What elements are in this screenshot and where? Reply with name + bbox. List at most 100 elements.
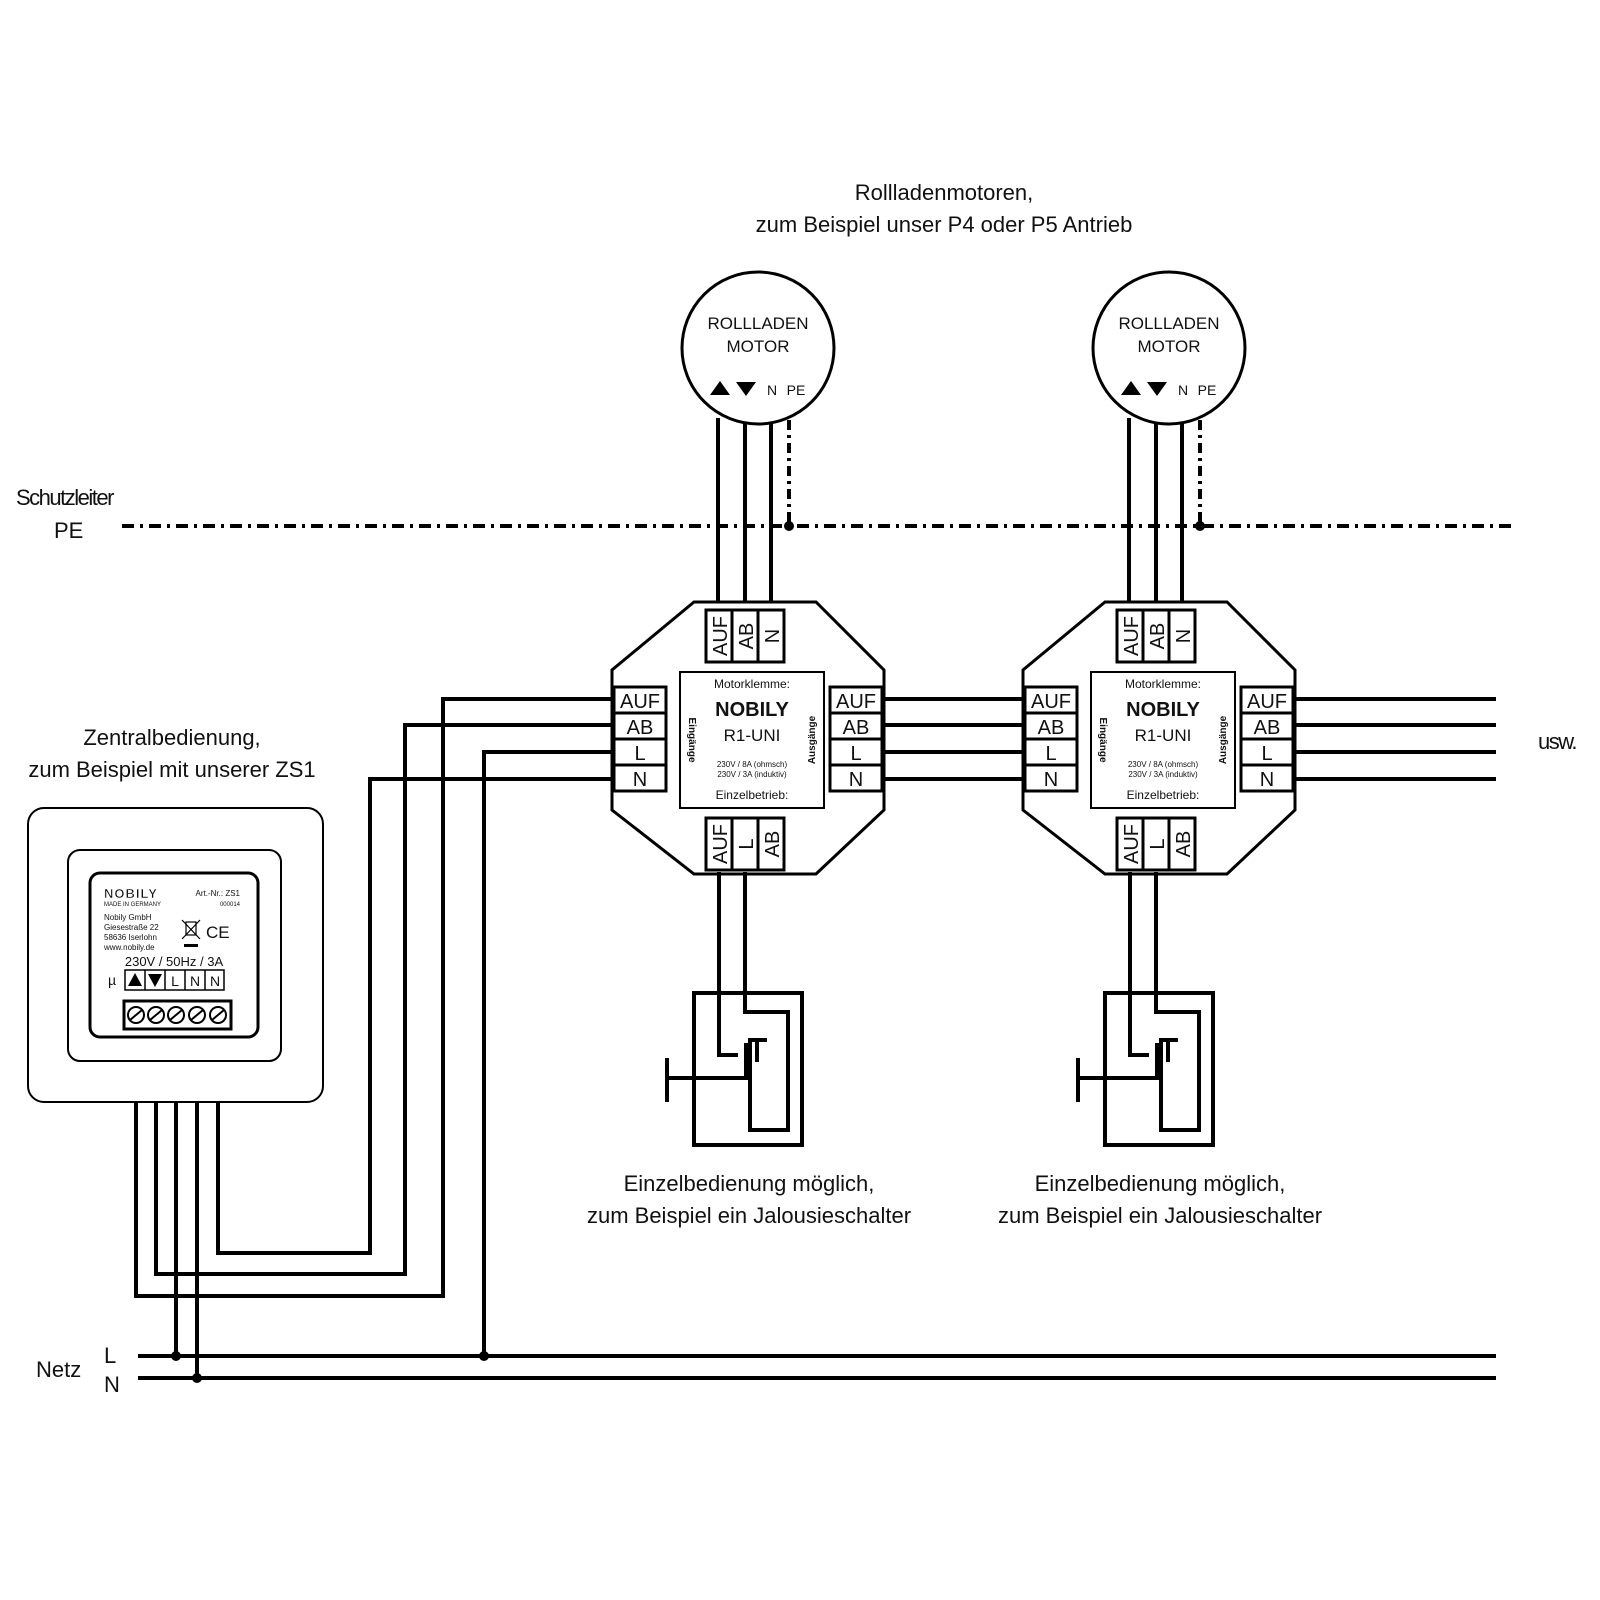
module-2-left-terminals: AUF AB L N (1023, 685, 1079, 793)
zs1-device: NOBILY MADE IN GERMANY Art.-Nr.: ZS1 000… (27, 807, 324, 1103)
motor-2: ROLLLADEN MOTOR N PE (1091, 270, 1247, 426)
switch-2-caption-line2: zum Beispiel ein Jalousieschalter (998, 1203, 1322, 1228)
module-1-left-ab: AB (627, 717, 654, 739)
motor-1-down-arrow-icon (736, 382, 756, 396)
wire-n-central (216, 777, 614, 1255)
module-2-einzelbetrieb: Einzelbetrieb: (1127, 788, 1200, 802)
module-2-top-ab: AB (1147, 623, 1169, 650)
module-1-outputs: Ausgänge (807, 715, 818, 764)
zs1-down-arrow-icon (148, 974, 162, 987)
switch-2-caption-line1: Einzelbedienung möglich, (1035, 1171, 1286, 1196)
module-1-right-n: N (849, 769, 863, 791)
module-2-label: Motorklemme: NOBILY R1-UNI Eingänge Ausg… (1090, 671, 1236, 809)
netz-n-label: N (104, 1372, 120, 1397)
top-caption-line1: Rollladenmotoren, (855, 180, 1034, 205)
zs1-body (88, 871, 260, 1039)
module-1-top-auf: AUF (710, 616, 732, 656)
module-2-bottom-terminals: AUF L AB (1115, 816, 1197, 872)
motor-2-down-arrow-icon (1147, 382, 1167, 396)
zs1-addr2: Giesestraße 22 (104, 923, 159, 932)
zs1-made: MADE IN GERMANY (104, 902, 161, 908)
switch-1-caption-line2: zum Beispiel ein Jalousieschalter (587, 1203, 911, 1228)
module-1-einzelbetrieb: Einzelbetrieb: (716, 788, 789, 802)
netz-label: Netz (36, 1357, 81, 1382)
bus-wires-1-2 (884, 697, 1022, 781)
module-1-left-terminals: AUF AB L N (612, 685, 668, 793)
module-1-rating2: 230V / 3A (induktiv) (717, 770, 787, 779)
switch-2 (1076, 991, 1215, 1147)
motor-1-pe-junction (784, 521, 794, 531)
module-2-right-auf: AUF (1247, 691, 1287, 713)
motor-1-up-arrow-icon (710, 381, 730, 395)
switch-1 (665, 991, 804, 1147)
module-2-outputs: Ausgänge (1218, 715, 1229, 764)
module-2-inputs: Eingänge (1097, 717, 1108, 762)
motor-1: ROLLLADEN MOTOR N PE (680, 270, 836, 426)
zs1-addr3: 58636 Iserlohn (104, 933, 157, 942)
netz-l-label: L (104, 1343, 116, 1368)
zs1-terminal-labels: L N N (124, 969, 225, 991)
wire-auf-central (134, 697, 614, 1298)
module-1-right-ab: AB (843, 717, 870, 739)
zs1-term-n2: N (210, 973, 220, 989)
module-2-model: R1-UNI (1135, 726, 1192, 745)
motor-2-n-label: N (1178, 382, 1188, 398)
central-caption-line2: zum Beispiel mit unserer ZS1 (28, 757, 315, 782)
zs1-term-l: L (171, 973, 179, 989)
module-1: AUF AB N AUF AB L N AUF (610, 600, 886, 876)
module-1-right-l: L (850, 743, 861, 765)
pe-label-line1: Schutzleiter (16, 485, 114, 510)
module-2-left-ab: AB (1038, 717, 1065, 739)
pe-label-line2: PE (54, 518, 83, 543)
top-caption-line2: zum Beispiel unser P4 oder P5 Antrieb (756, 212, 1133, 237)
zs1-term-n1: N (190, 973, 200, 989)
motor-2-label-line2: MOTOR (1138, 337, 1201, 356)
zs1-art: Art.-Nr.: ZS1 (196, 889, 241, 898)
zs1-brand: NOBILY (104, 886, 158, 901)
weee-bin-icon (181, 919, 201, 947)
wire-ab-central (154, 723, 614, 1276)
motor-2-pe-junction (1195, 521, 1205, 531)
zs1-screw-terminal (122, 999, 233, 1031)
module-2-left-l: L (1045, 743, 1056, 765)
module-2-bottom-ab: AB (1173, 831, 1195, 858)
unit-2: ROLLLADEN MOTOR N PE AUF AB N AU (998, 270, 1322, 1228)
switch-1-caption-line1: Einzelbedienung möglich, (624, 1171, 875, 1196)
module-2-top-n: N (1173, 629, 1195, 643)
motor-1-label-line1: ROLLLADEN (707, 314, 808, 333)
bus-wires-out (1294, 697, 1496, 781)
module-2-brand: NOBILY (1126, 699, 1200, 721)
module-2-right-terminals: AUF AB L N (1239, 685, 1295, 793)
module-2: AUF AB N AUF AB L N AUF AB (1021, 600, 1297, 876)
module-1-rating1: 230V / 8A (ohmsch) (717, 760, 788, 769)
module-1-bottom-l: L (736, 838, 758, 849)
zs1-code: 000014 (220, 902, 241, 908)
zs1-addr4: www.nobily.de (103, 943, 155, 952)
zs1-mu: µ (108, 972, 116, 988)
module-1-right-terminals: AUF AB L N (828, 685, 884, 793)
module-2-rating2: 230V / 3A (induktiv) (1128, 770, 1198, 779)
wire-l-feed (482, 750, 614, 1358)
motor-1-pe-label: PE (787, 382, 806, 398)
zs1-up-arrow-icon (128, 973, 142, 986)
module-1-bottom-auf: AUF (710, 824, 732, 864)
motor-1-label-line2: MOTOR (727, 337, 790, 356)
module-2-top-auf: AUF (1121, 616, 1143, 656)
module-2-bottom-l: L (1147, 838, 1169, 849)
module-1-motorklemme: Motorklemme: (714, 677, 790, 691)
module-2-bottom-auf: AUF (1121, 824, 1143, 864)
module-2-right-ab: AB (1254, 717, 1281, 739)
motor-2-up-arrow-icon (1121, 381, 1141, 395)
module-2-top-terminals: AUF AB N (1115, 608, 1197, 664)
motor-2-label-line1: ROLLLADEN (1118, 314, 1219, 333)
zs1-ce-mark: CE (206, 923, 230, 942)
module-1-top-n: N (762, 629, 784, 643)
module-1-right-auf: AUF (836, 691, 876, 713)
module-1-left-n: N (633, 769, 647, 791)
module-1-bottom-terminals: AUF L AB (704, 816, 786, 872)
unit-1: ROLLLADEN MOTOR N PE AUF AB N (587, 270, 911, 1228)
module-1-left-auf: AUF (620, 691, 660, 713)
switch-1-box (692, 991, 804, 1147)
motor-2-pe-label: PE (1198, 382, 1217, 398)
